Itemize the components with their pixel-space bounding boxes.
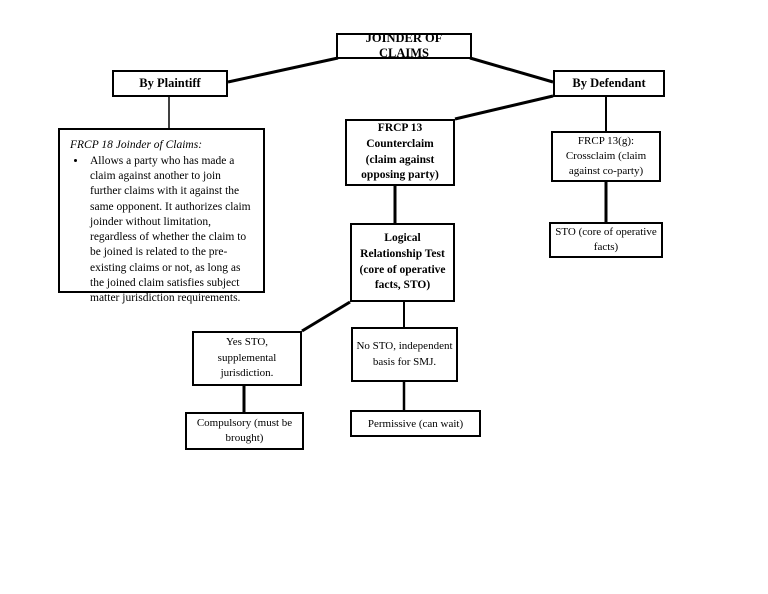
node-label: FRCP 13(g): Crossclaim (claim against co… (565, 135, 647, 177)
node-by-plaintiff[interactable]: By Plaintiff (112, 70, 228, 97)
node-yes-sto-supplemental[interactable]: Yes STO, supplemental jurisdiction. (192, 331, 302, 386)
frcp-18-heading: FRCP 18 Joinder of Claims: (70, 139, 203, 151)
node-label: Yes STO, supplemental jurisdiction. (217, 336, 277, 380)
node-by-defendant[interactable]: By Defendant (553, 70, 665, 97)
node-label: FRCP 13 Counterclaim (claim against oppo… (361, 122, 439, 182)
node-sto-operative-facts[interactable]: STO (core of operative facts) (549, 222, 663, 258)
node-joinder-of-claims[interactable]: JOINDER OF CLAIMS (336, 31, 472, 60)
node-frcp-18-note[interactable]: FRCP 18 Joinder of Claims: Allows a part… (58, 128, 265, 304)
node-permissive[interactable]: Permissive (can wait) (350, 410, 481, 437)
frcp-18-bullet-list: Allows a party who has made a claim agai… (70, 154, 253, 307)
node-frcp-13-counterclaim[interactable]: FRCP 13 Counterclaim (claim against oppo… (345, 119, 455, 186)
node-compulsory[interactable]: Compulsory (must be brought) (185, 412, 304, 450)
node-label: By Plaintiff (139, 76, 201, 90)
node-label: No STO, independent basis for SMJ. (356, 340, 453, 368)
node-logical-relationship-test[interactable]: Logical Relationship Test (core of opera… (350, 223, 455, 302)
list-item: Allows a party who has made a claim agai… (87, 154, 253, 307)
node-label: STO (core of operative facts) (555, 226, 657, 253)
node-label: By Defendant (572, 76, 646, 90)
node-no-sto-independent-basis[interactable]: No STO, independent basis for SMJ. (351, 327, 458, 382)
node-label: JOINDER OF CLAIMS (365, 31, 443, 60)
node-label: Compulsory (must be brought) (196, 417, 293, 444)
node-label: Logical Relationship Test (core of opera… (359, 232, 446, 292)
node-label: Permissive (can wait) (367, 417, 464, 430)
node-frcp-13g-crossclaim[interactable]: FRCP 13(g): Crossclaim (claim against co… (551, 131, 661, 182)
